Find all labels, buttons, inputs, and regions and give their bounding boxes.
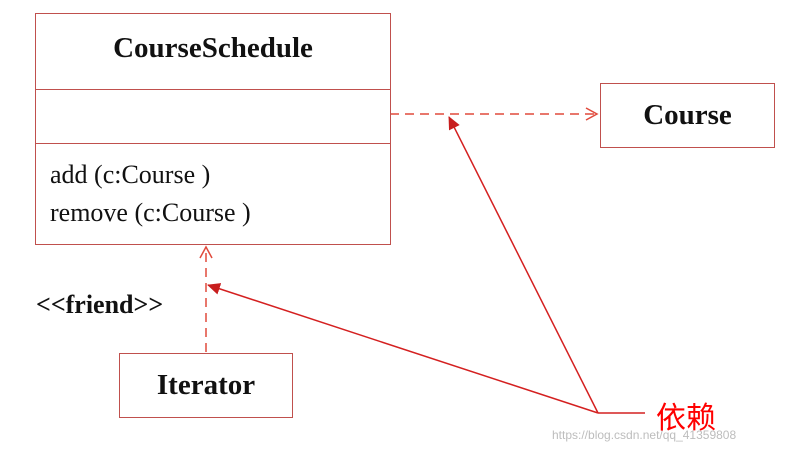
class-name-course-schedule: CourseSchedule bbox=[113, 32, 313, 64]
operation-add: add (c:Course ) bbox=[50, 160, 211, 189]
dependency-annotation-label: 依赖 bbox=[656, 401, 716, 436]
class-course: Course bbox=[600, 83, 775, 148]
operation-remove: remove (c:Course ) bbox=[50, 198, 251, 227]
class-name-course: Course bbox=[643, 99, 732, 131]
class-name-compartment: CourseSchedule bbox=[36, 14, 390, 90]
watermark-text: https://blog.csdn.net/qq_41359808 bbox=[552, 428, 737, 442]
operations-compartment: add (c:Course ) remove (c:Course ) bbox=[36, 144, 390, 244]
annotation-pointer-upper bbox=[448, 116, 599, 414]
stereotype-friend-label: <<friend>> bbox=[36, 290, 164, 319]
attributes-compartment bbox=[36, 90, 390, 144]
annotation-pointer-lower bbox=[207, 283, 599, 414]
class-name-iterator: Iterator bbox=[156, 369, 256, 401]
class-iterator: Iterator bbox=[119, 353, 293, 418]
class-course-schedule: CourseSchedule add (c:Course ) remove (c… bbox=[35, 13, 391, 245]
